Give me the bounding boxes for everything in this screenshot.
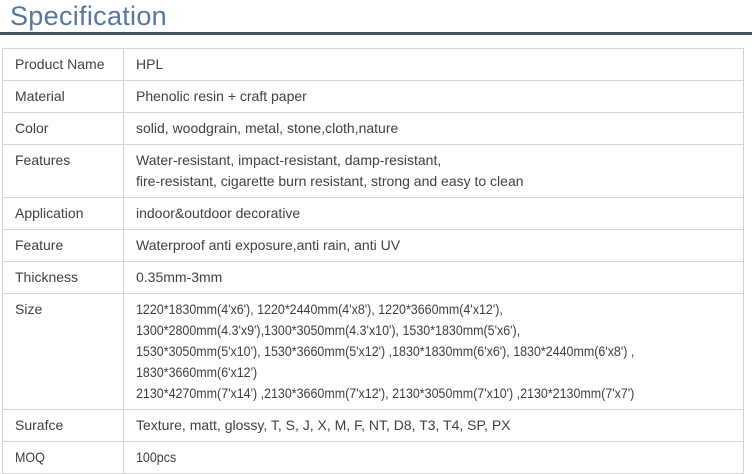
moq-value-text: 100pcs: [136, 449, 177, 465]
row-label: Features: [2, 144, 124, 198]
row-label: Material: [2, 80, 124, 113]
row-value: Texture, matt, glossy, T, S, J, X, M, F,…: [123, 409, 744, 442]
row-value: solid, woodgrain, metal, stone,cloth,nat…: [123, 112, 744, 145]
table-row-product-name: Product Name HPL: [2, 48, 744, 81]
page-title: Specification: [10, 1, 167, 31]
row-value: indoor&outdoor decorative: [123, 197, 744, 230]
table-row-application: Application indoor&outdoor decorative: [2, 197, 744, 230]
row-value: Water-resistant, impact-resistant, damp-…: [123, 144, 744, 198]
title-underline: [0, 32, 752, 35]
row-label: Feature: [2, 229, 124, 262]
row-value: HPL: [123, 48, 744, 81]
row-label: MOQ: [2, 441, 124, 474]
row-label: Size: [2, 293, 124, 410]
table-row-moq: MOQ 100pcs: [2, 441, 744, 474]
table-row-features: Features Water-resistant, impact-resista…: [2, 144, 744, 198]
row-value: Phenolic resin + craft paper: [123, 80, 744, 113]
table-row-material: Material Phenolic resin + craft paper: [2, 80, 744, 113]
size-value-text: 1220*1830mm(4'x6'), 1220*2440mm(4'x8'), …: [136, 301, 635, 401]
table-row-color: Color solid, woodgrain, metal, stone,clo…: [2, 112, 744, 145]
row-label: Surafce: [2, 409, 124, 442]
row-value: 1220*1830mm(4'x6'), 1220*2440mm(4'x8'), …: [123, 293, 744, 410]
table-row-thickness: Thickness 0.35mm-3mm: [2, 261, 744, 294]
row-label: Product Name: [2, 48, 124, 81]
row-label: Color: [2, 112, 124, 145]
row-label: Application: [2, 197, 124, 230]
row-value: Waterproof anti exposure,anti rain, anti…: [123, 229, 744, 262]
row-label: Thickness: [2, 261, 124, 294]
table-row-size: Size 1220*1830mm(4'x6'), 1220*2440mm(4'x…: [2, 293, 744, 410]
spec-table: Product Name HPL Material Phenolic resin…: [2, 48, 744, 474]
table-row-feature: Feature Waterproof anti exposure,anti ra…: [2, 229, 744, 262]
table-row-surface: Surafce Texture, matt, glossy, T, S, J, …: [2, 409, 744, 442]
moq-label-text: MOQ: [15, 449, 45, 465]
row-value: 100pcs: [123, 441, 744, 474]
row-value: 0.35mm-3mm: [123, 261, 744, 294]
